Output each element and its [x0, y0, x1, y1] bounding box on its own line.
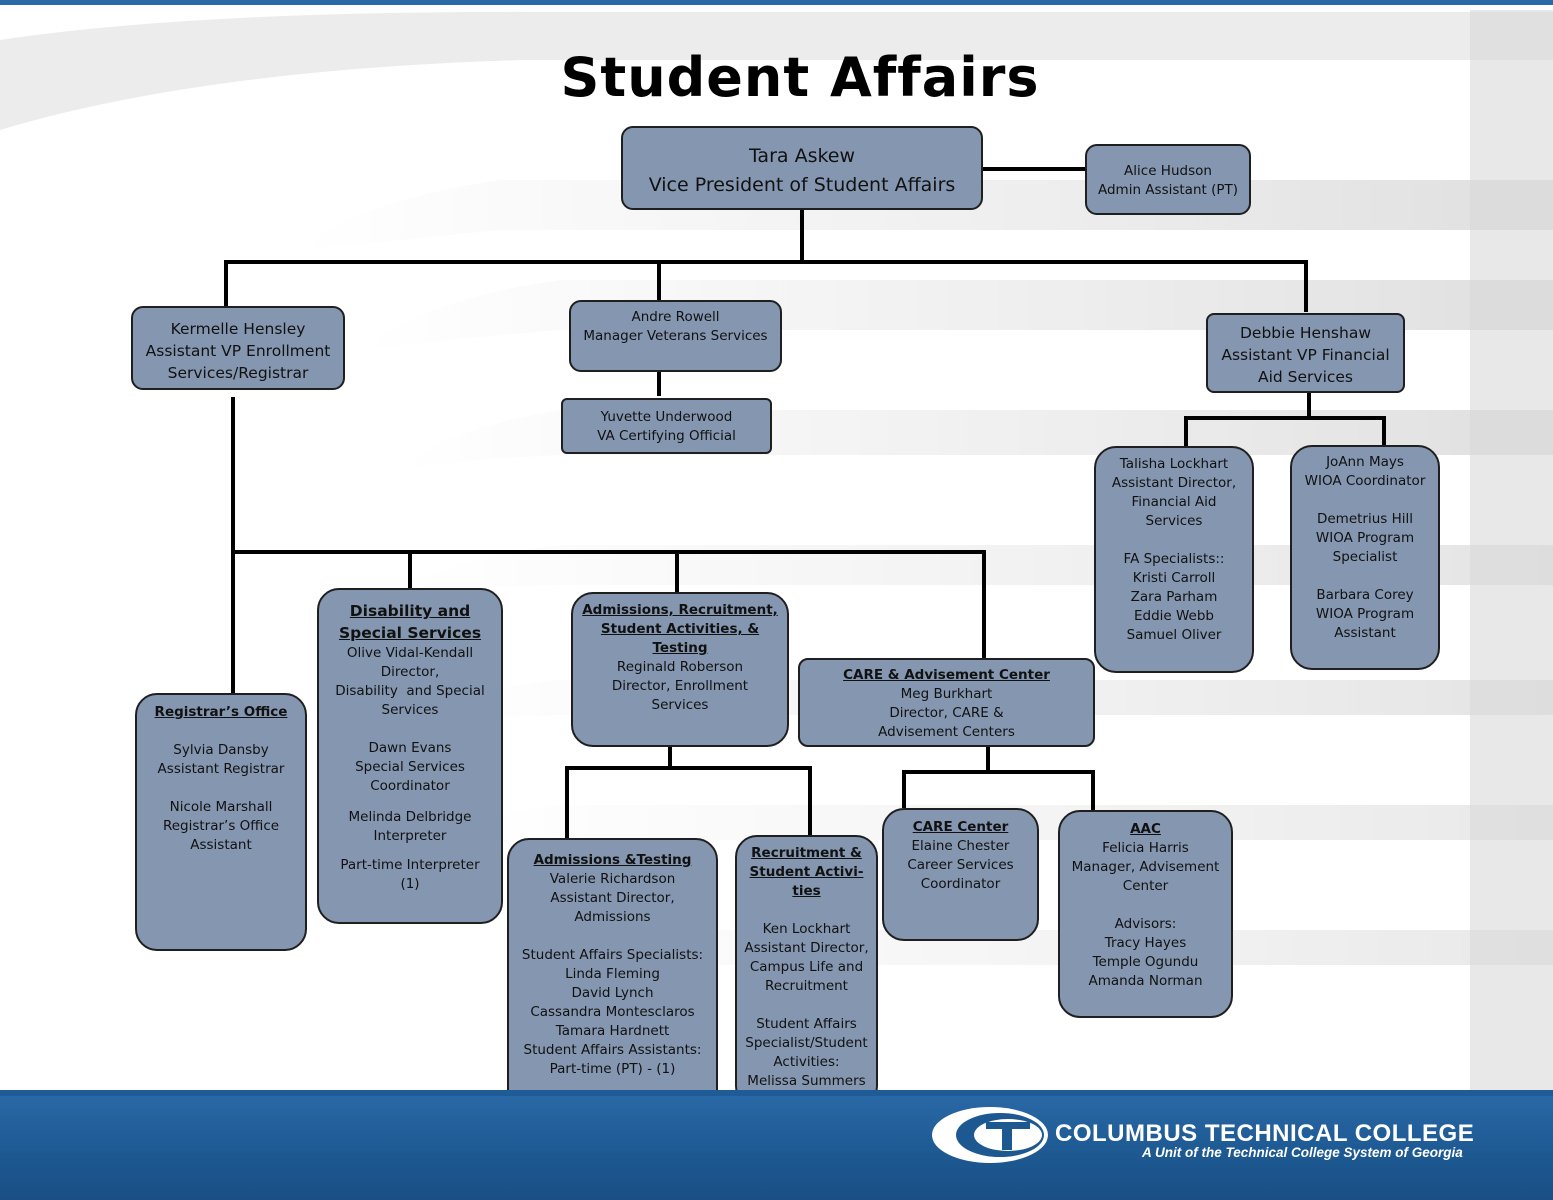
node-debbie: Debbie Henshaw Assistant VP Financial Ai… — [1206, 313, 1405, 393]
node-disability: Disability and Special Services Olive Vi… — [317, 588, 503, 924]
page-title: Student Affairs — [560, 46, 1040, 109]
node-care-advisement: CARE & Advisement Center Meg Burkhart Di… — [798, 658, 1095, 747]
node-care-center: CARE Center Elaine Chester Career Servic… — [882, 808, 1039, 941]
registrar-header: Registrar’s Office — [154, 704, 288, 720]
node-admissions-recruitment: Admissions, Recruitment, Student Activit… — [571, 592, 789, 747]
college-name: COLUMBUS TECHNICAL COLLEGE — [1055, 1120, 1475, 1147]
college-tagline: A Unit of the Technical College System o… — [1142, 1145, 1463, 1160]
vp-name: Tara Askew — [748, 145, 856, 167]
vp-role: Vice President of Student Affairs — [648, 174, 956, 196]
college-logo-icon — [932, 1107, 1048, 1163]
node-admin: Alice Hudson Admin Assistant (PT) — [1085, 144, 1251, 215]
node-registrar: Registrar’s Office Sylvia Dansby Assista… — [135, 693, 307, 951]
footer-band — [0, 1090, 1553, 1200]
node-andre: Andre Rowell Manager Veterans Services — [569, 300, 782, 372]
node-yuvette: Yuvette Underwood VA Certifying Official — [561, 398, 772, 454]
node-vp: Tara Askew Vice President of Student Aff… — [621, 126, 983, 210]
node-aac: AAC Felicia Harris Manager, Advisement C… — [1058, 810, 1233, 1018]
node-talisha: Talisha Lockhart Assistant Director, Fin… — [1094, 446, 1254, 673]
node-kermelle: Kermelle Hensley Assistant VP Enrollment… — [131, 306, 345, 390]
node-joann: JoAnn Mays WIOA Coordinator Demetrius Hi… — [1290, 445, 1440, 670]
node-recruitment: Recruitment & Student Activi- ties Ken L… — [735, 835, 878, 1108]
